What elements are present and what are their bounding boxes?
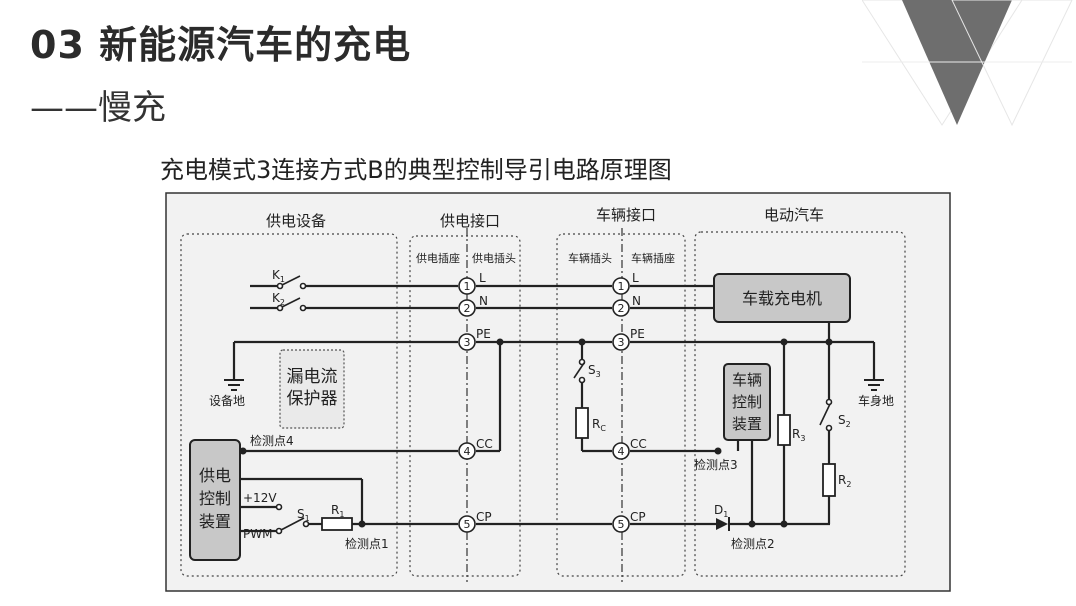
decorative-triangles: [862, 0, 1073, 127]
label-r3: R3: [792, 427, 805, 443]
pin-3-supply: 3: [464, 336, 471, 349]
pin-5-vehicle: 5: [618, 518, 625, 531]
label-pwm: PWM: [243, 527, 272, 541]
label-check1: 检测点1: [345, 536, 389, 551]
section-supply-equipment: 供电设备: [266, 212, 326, 230]
region-supply-interface: [409, 235, 521, 577]
pin-name-L-vehicle: L: [632, 271, 639, 285]
pin-name-PE-supply: PE: [476, 327, 491, 341]
pin-name-PE-vehicle: PE: [630, 327, 645, 341]
leakage-line2: 保护器: [287, 389, 338, 409]
label-r1: R1: [331, 503, 344, 519]
label-supply-plug: 供电插头: [472, 251, 516, 265]
region-supply-equipment: [180, 233, 398, 577]
vehicle-ctrl-line3: 装置: [732, 415, 762, 433]
diode-d1: [716, 517, 730, 531]
vehicle-ctrl-line1: 车辆: [732, 371, 762, 389]
supply-ctrl-line3: 装置: [199, 512, 231, 531]
label-vehicle-socket: 车辆插座: [631, 251, 675, 265]
pin-4-supply: 4: [464, 445, 471, 458]
resistor-rc: [575, 407, 589, 439]
resistor-r2: [822, 463, 836, 497]
pin-1-supply: 1: [464, 280, 471, 293]
label-s3: S3: [588, 363, 601, 379]
page-subtitle: ——慢充: [30, 88, 166, 128]
section-vehicle-interface: 车辆接口: [596, 206, 656, 224]
label-k2: K2: [272, 291, 285, 307]
label-plus12v: +12V: [243, 491, 277, 505]
pin-name-N-vehicle: N: [632, 294, 641, 308]
label-d1: D1: [714, 503, 728, 519]
section-supply-interface: 供电接口: [440, 212, 500, 230]
label-check2: 检测点2: [731, 536, 775, 551]
check4-dot: [239, 447, 247, 455]
charger-label: 车载充电机: [742, 289, 822, 308]
section-ev: 电动汽车: [764, 206, 824, 224]
region-vehicle-interface: [556, 233, 686, 577]
pin-name-CC-supply: CC: [476, 437, 493, 451]
resistor-r3: [777, 414, 791, 446]
pin-name-CP-supply: CP: [476, 510, 492, 524]
supply-ctrl-line1: 供电: [199, 466, 231, 485]
diagram-title: 充电模式3连接方式B的典型控制导引电路原理图: [160, 156, 672, 184]
label-r2: R2: [838, 473, 851, 489]
check3-dot: [714, 447, 722, 455]
pin-1-vehicle: 1: [618, 280, 625, 293]
page-title: 03 新能源汽车的充电: [30, 23, 412, 67]
pin-2-supply: 2: [464, 302, 471, 315]
region-ev: [694, 231, 906, 577]
leakage-line1: 漏电流: [287, 367, 338, 387]
label-s2: S2: [838, 413, 851, 429]
check1-dot: [358, 520, 366, 528]
label-check3: 检测点3: [694, 457, 738, 472]
label-equip-ground: 设备地: [209, 394, 245, 408]
pin-4-vehicle: 4: [618, 445, 625, 458]
pin-name-CC-vehicle: CC: [630, 437, 647, 451]
vehicle-control-box: [723, 363, 771, 441]
pin-name-N-supply: N: [479, 294, 488, 308]
check2-dot: [748, 520, 756, 528]
pin-5-supply: 5: [464, 518, 471, 531]
vehicle-ctrl-line2: 控制: [732, 393, 762, 411]
supply-control-box: [189, 439, 241, 561]
label-body-ground: 车身地: [858, 393, 894, 408]
label-k1: K1: [272, 268, 285, 284]
supply-ctrl-line2: 控制: [199, 489, 231, 508]
charger-box: [713, 273, 851, 323]
label-check4: 检测点4: [250, 433, 294, 448]
label-s1: S1: [297, 507, 310, 523]
pin-2-vehicle: 2: [618, 302, 625, 315]
label-supply-socket: 供电插座: [416, 251, 460, 265]
leakage-protector-box: [279, 349, 345, 429]
label-rc: RC: [592, 417, 606, 433]
pin-name-L-supply: L: [479, 271, 486, 285]
ground-symbols: [224, 379, 884, 391]
resistor-r1: [321, 517, 353, 531]
pin-name-CP-vehicle: CP: [630, 510, 646, 524]
label-vehicle-plug: 车辆插头: [568, 251, 612, 265]
pin-3-vehicle: 3: [618, 336, 625, 349]
